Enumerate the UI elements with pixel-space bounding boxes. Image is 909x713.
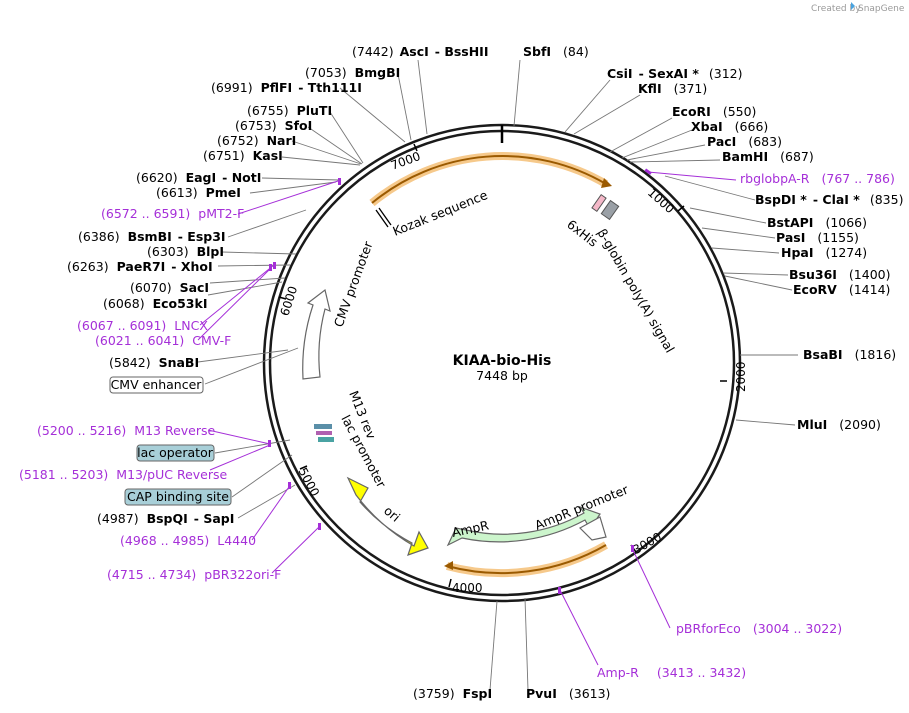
site-bmgbi[interactable]: (7053)BmgBI	[305, 65, 400, 80]
primer-amp-r[interactable]: Amp-R(3413 .. 3432)	[597, 665, 746, 680]
primer-pbrforeco[interactable]: pBRforEco(3004 .. 3022)	[676, 621, 842, 636]
primer-pmt2-f[interactable]: (6572 .. 6591)pMT2-F	[101, 206, 244, 221]
site-paci[interactable]: PacI(683)	[707, 134, 782, 149]
feature-ampr-promoter: AmpR promoter	[533, 481, 632, 532]
primer-m13-puc-reverse[interactable]: (5181 .. 5203)M13/pUC Reverse	[19, 467, 228, 482]
primer-rbglobpa-r[interactable]: rbglobpA-R(767 .. 786)	[740, 171, 895, 186]
site-pflfi[interactable]: (6991)PflFI- Tth111I	[211, 80, 362, 95]
site-leader-lines	[197, 59, 798, 691]
site-pasi[interactable]: PasI(1155)	[776, 230, 859, 245]
primer-m13-reverse[interactable]: (5200 .. 5216)M13 Reverse	[37, 423, 215, 438]
site-eagi[interactable]: (6620)EagI- NotI	[136, 170, 261, 185]
primer-markers	[268, 168, 652, 594]
site-csii[interactable]: CsiI- SexAI *(312)	[607, 66, 743, 81]
site-sbfi[interactable]: SbfI(84)	[523, 44, 589, 59]
primer-cmv-f[interactable]: (6021 .. 6041)CMV-F	[95, 333, 231, 348]
cap-binding-site-label: CAP binding site	[127, 489, 229, 504]
tick-label-1000: 1000	[645, 185, 677, 216]
feature-beta-globin: β-globin poly(A) signal	[594, 226, 677, 355]
site-bspdi[interactable]: BspDI *- ClaI *(835)	[755, 192, 903, 207]
ampr-orf-halo	[445, 541, 608, 578]
site-asci[interactable]: (7442)AscI- BssHII	[352, 44, 488, 59]
site-kasi[interactable]: (6751)KasI	[203, 148, 283, 163]
plasmid-title: KIAA-bio-His	[453, 353, 552, 369]
cap-marker	[318, 437, 334, 442]
feature-ori: ori	[381, 503, 403, 525]
cap-binding-site-box[interactable]	[124, 488, 232, 506]
6xhis-marker	[591, 194, 607, 212]
site-sfoi[interactable]: (6753)SfoI	[235, 118, 312, 133]
cmv-promoter-arrow	[302, 288, 331, 380]
ampr-arrow	[446, 505, 601, 547]
lac-operator-marker	[316, 431, 332, 435]
site-bstapi[interactable]: BstAPI(1066)	[767, 215, 867, 230]
tick-label-4000: 4000	[452, 581, 483, 595]
site-paer7i[interactable]: (6263)PaeR7I- XhoI	[67, 259, 213, 274]
cmv-enhancer-label: CMV enhancer	[111, 377, 203, 392]
primer-l4440[interactable]: (4968 .. 4985)L4440	[120, 533, 256, 548]
kozak-sequence-mark	[375, 207, 392, 228]
plasmid-length: 7448 bp	[476, 368, 528, 383]
tick-marks	[278, 143, 727, 588]
site-nari[interactable]: (6752)NarI	[217, 133, 296, 148]
site-bspqi[interactable]: (4987)BspQI- SapI	[97, 511, 234, 526]
lac-operator-box[interactable]	[136, 444, 215, 462]
site-saci[interactable]: (6070)SacI	[130, 280, 209, 295]
site-pmei[interactable]: (6613)PmeI	[156, 185, 241, 200]
tick-label-7000: 7000	[389, 149, 422, 173]
site-bsu36i[interactable]: Bsu36I(1400)	[789, 267, 891, 282]
site-snabi[interactable]: (5842)SnaBI	[109, 355, 199, 370]
site-ecorv[interactable]: EcoRV(1414)	[793, 282, 890, 297]
site-mlui[interactable]: MluI(2090)	[797, 417, 881, 432]
site-bamhi[interactable]: BamHI(687)	[722, 149, 814, 164]
orf-arc	[371, 155, 607, 204]
site-xbai[interactable]: XbaI(666)	[691, 119, 768, 134]
ampr-promoter-arrow	[579, 516, 607, 541]
site-hpai[interactable]: HpaI(1274)	[781, 245, 867, 260]
ampr-orf-arrow-icon	[444, 561, 453, 570]
tick-label-5000: 5000	[295, 465, 322, 499]
site-pvui[interactable]: PvuI(3613)	[526, 686, 610, 701]
orf-arrow-icon	[601, 178, 612, 188]
primer-leader-lines	[197, 171, 737, 666]
feature-cmv-promoter: CMV promoter	[331, 238, 376, 329]
site-eco53ki[interactable]: (6068)Eco53kI	[103, 296, 207, 311]
site-ecori[interactable]: EcoRI(550)	[672, 104, 756, 119]
site-blpi[interactable]: (6303)BlpI	[147, 244, 224, 259]
lac-operator-label: lac operator	[137, 445, 214, 460]
site-bsmbi[interactable]: (6386)BsmBI- Esp3I	[78, 229, 226, 244]
snapgene-logo-icon	[851, 2, 855, 10]
primer-lncx[interactable]: (6067 .. 6091)LNCX	[77, 318, 208, 333]
created-by-text: Created by	[811, 4, 861, 14]
ori-arrow	[346, 476, 429, 556]
cmv-enhancer-box[interactable]	[109, 376, 204, 394]
site-kfli[interactable]: KflI(371)	[638, 81, 707, 96]
tick-label-2000: 2000	[734, 361, 748, 392]
m13-rev-marker	[314, 424, 332, 429]
site-bsabi[interactable]: BsaBI(1816)	[803, 347, 896, 362]
primer-pbr322ori-f[interactable]: (4715 .. 4734)pBR322ori-F	[107, 567, 281, 582]
polya-marker	[600, 199, 620, 221]
snapgene-brand-text: SnapGene	[858, 4, 905, 14]
site-fspi[interactable]: (3759)FspI	[413, 686, 492, 701]
feature-kozak: Kozak sequence	[391, 187, 490, 239]
site-pluti[interactable]: (6755)PluTI	[247, 103, 332, 118]
ampr-orf-arc	[446, 544, 607, 575]
